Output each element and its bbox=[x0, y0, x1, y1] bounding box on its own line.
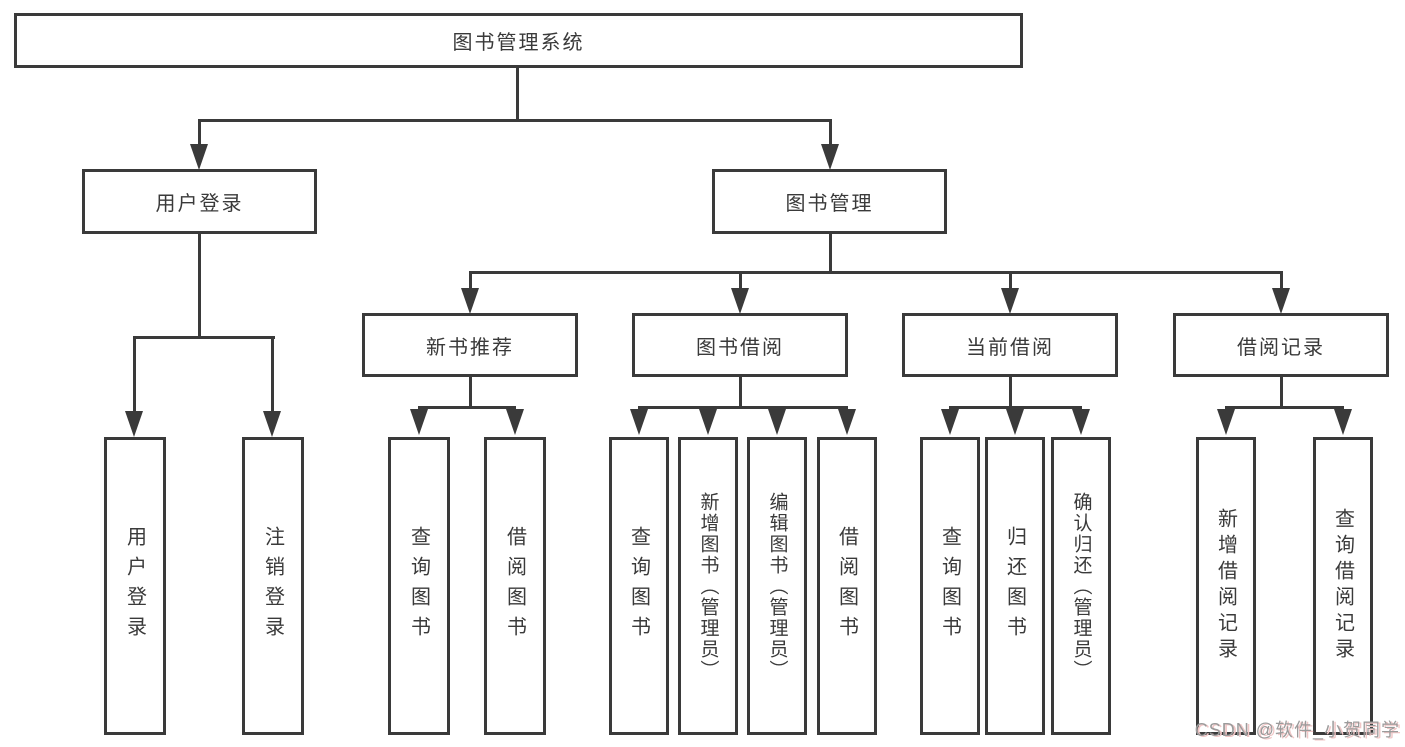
connector-line bbox=[271, 338, 274, 414]
connector-line bbox=[1280, 377, 1283, 408]
connector-arrowhead bbox=[263, 411, 281, 437]
connector-line bbox=[739, 377, 742, 408]
connector-line bbox=[1009, 377, 1012, 408]
connector-line bbox=[418, 406, 516, 409]
leaf-label: 注销登录 bbox=[261, 526, 284, 646]
connector-line bbox=[469, 377, 472, 408]
leaf-label: 归还图书 bbox=[1003, 526, 1026, 646]
leaf-label: 新增图书（管理员） bbox=[697, 491, 719, 681]
connector-line bbox=[739, 273, 742, 290]
connector-arrowhead bbox=[1006, 409, 1024, 435]
connector-arrowhead bbox=[506, 409, 524, 435]
connector-arrowhead bbox=[699, 409, 717, 435]
node-book-borrow: 图书借阅 bbox=[632, 313, 848, 377]
node-book-management: 图书管理 bbox=[712, 169, 947, 234]
leaf-label: 查询借阅记录 bbox=[1331, 508, 1354, 664]
connector-arrowhead bbox=[1217, 409, 1235, 435]
connector-line bbox=[469, 273, 472, 290]
leaf-borrow-book: 借阅图书 bbox=[817, 437, 877, 735]
leaf-label: 查询图书 bbox=[407, 526, 430, 646]
leaf-label: 借阅图书 bbox=[503, 526, 526, 646]
connector-arrowhead bbox=[190, 144, 208, 170]
connector-arrowhead bbox=[1001, 288, 1019, 314]
connector-line bbox=[198, 119, 832, 122]
connector-line bbox=[1225, 406, 1344, 409]
leaf-label: 编辑图书（管理员） bbox=[766, 491, 788, 681]
connector-line bbox=[949, 406, 1082, 409]
leaf-label: 用户登录 bbox=[123, 526, 146, 646]
connector-arrowhead bbox=[125, 411, 143, 437]
connector-arrowhead bbox=[1334, 409, 1352, 435]
connector-arrowhead bbox=[768, 409, 786, 435]
leaf-confirm-return-admin: 确认归还（管理员） bbox=[1051, 437, 1111, 735]
connector-arrowhead bbox=[410, 409, 428, 435]
node-new-book-recommend: 新书推荐 bbox=[362, 313, 578, 377]
connector-arrowhead bbox=[838, 409, 856, 435]
leaf-add-book-admin: 新增图书（管理员） bbox=[678, 437, 738, 735]
connector-line bbox=[829, 234, 832, 274]
connector-line bbox=[469, 271, 1283, 274]
leaf-label: 新增借阅记录 bbox=[1214, 508, 1237, 664]
root-box-system: 图书管理系统 bbox=[14, 13, 1023, 68]
connector-arrowhead bbox=[1272, 288, 1290, 314]
connector-line bbox=[829, 119, 832, 147]
leaf-edit-book-admin: 编辑图书（管理员） bbox=[747, 437, 807, 735]
connector-arrowhead bbox=[731, 288, 749, 314]
connector-line bbox=[198, 234, 201, 339]
leaf-label: 查询图书 bbox=[938, 526, 961, 646]
csdn-watermark: CSDN @软件_小贺同学 bbox=[1194, 720, 1400, 740]
node-current-borrow: 当前借阅 bbox=[902, 313, 1118, 377]
leaf-label: 查询图书 bbox=[627, 526, 650, 646]
connector-arrowhead bbox=[941, 409, 959, 435]
connector-line bbox=[133, 338, 136, 414]
leaf-query-books-current: 查询图书 bbox=[920, 437, 980, 735]
connector-arrowhead bbox=[630, 409, 648, 435]
connector-line bbox=[516, 68, 519, 122]
connector-line bbox=[638, 406, 848, 409]
connector-line bbox=[133, 336, 275, 339]
leaf-query-borrow-record: 查询借阅记录 bbox=[1313, 437, 1373, 735]
leaf-user-login: 用户登录 bbox=[104, 437, 166, 735]
connector-arrowhead bbox=[1072, 409, 1090, 435]
leaf-add-borrow-record: 新增借阅记录 bbox=[1196, 437, 1256, 735]
leaf-logout: 注销登录 bbox=[242, 437, 304, 735]
connector-arrowhead bbox=[461, 288, 479, 314]
leaf-query-books-recommend: 查询图书 bbox=[388, 437, 450, 735]
leaf-label: 确认归还（管理员） bbox=[1070, 491, 1092, 681]
leaf-borrow-books-recommend: 借阅图书 bbox=[484, 437, 546, 735]
connector-arrowhead bbox=[821, 144, 839, 170]
connector-line bbox=[198, 119, 201, 147]
connector-line bbox=[1009, 273, 1012, 290]
leaf-return-book: 归还图书 bbox=[985, 437, 1045, 735]
leaf-label: 借阅图书 bbox=[835, 526, 858, 646]
node-borrow-records: 借阅记录 bbox=[1173, 313, 1389, 377]
connector-line bbox=[1280, 273, 1283, 290]
node-user-login: 用户登录 bbox=[82, 169, 317, 234]
leaf-query-books-borrow: 查询图书 bbox=[609, 437, 669, 735]
